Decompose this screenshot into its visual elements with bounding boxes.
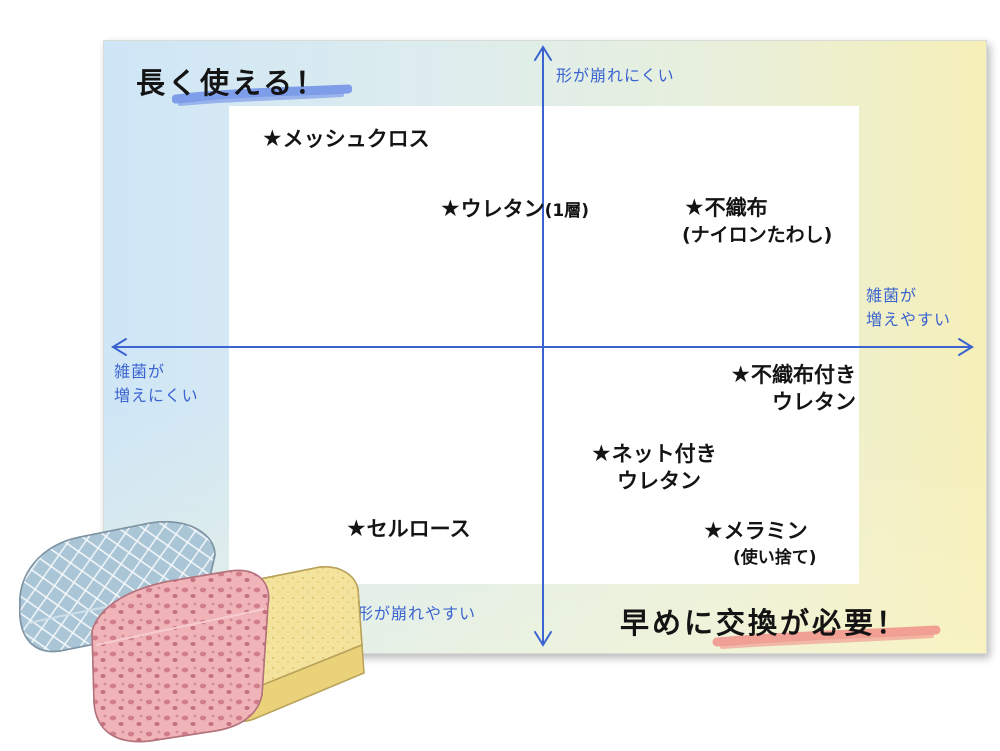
item-name: ウレタン bbox=[460, 197, 545, 221]
item-name: セルロース bbox=[366, 517, 471, 541]
highlight-red bbox=[712, 625, 941, 649]
pink-sponge bbox=[91, 569, 270, 743]
highlight-blue bbox=[172, 84, 352, 106]
item-melamine: ★メラミン (使い捨て) bbox=[703, 518, 817, 572]
item-net-urethane: ★ネット付き ウレタン bbox=[591, 441, 717, 495]
axis-label-left: 雑菌が 増えにくい bbox=[114, 360, 199, 408]
item-sub: ウレタン bbox=[617, 469, 701, 493]
headline-long-lasting: 長く使える！ bbox=[136, 66, 328, 100]
down-arrow-icon bbox=[534, 631, 552, 647]
axis-label-left-line1: 雑菌が bbox=[114, 362, 166, 381]
star-icon: ★ bbox=[346, 516, 367, 542]
item-name: 不織布 bbox=[704, 196, 768, 220]
item-name: 不織布付き bbox=[751, 363, 856, 387]
star-icon: ★ bbox=[730, 362, 751, 388]
item-nonwoven: ★不織布 (ナイロンたわし) bbox=[682, 195, 833, 249]
item-sub: (使い捨て) bbox=[733, 548, 817, 568]
right-arrow-icon bbox=[958, 338, 974, 356]
headline-replace-soon: 早めに交換が必要！ bbox=[620, 606, 909, 640]
item-suffix: (1層) bbox=[544, 201, 589, 221]
item-mesh-cloth: ★メッシュクロス bbox=[262, 126, 430, 153]
item-urethane-single: ★ウレタン(1層) bbox=[440, 196, 589, 225]
axis-label-right: 雑菌が 増えやすい bbox=[866, 284, 951, 332]
axis-label-right-line1: 雑菌が bbox=[866, 286, 918, 305]
item-sub: (ナイロンたわし) bbox=[682, 224, 833, 246]
up-arrow-icon bbox=[534, 45, 552, 61]
item-name: ネット付き bbox=[611, 442, 717, 466]
axis-label-top: 形が崩れにくい bbox=[556, 66, 675, 85]
item-name: メラミン bbox=[723, 519, 808, 543]
star-icon: ★ bbox=[440, 196, 461, 222]
star-icon: ★ bbox=[262, 126, 283, 152]
star-icon: ★ bbox=[703, 518, 724, 544]
sponge-illustration bbox=[19, 521, 365, 743]
item-sub: ウレタン bbox=[772, 390, 856, 414]
item-cellulose: ★セルロース bbox=[346, 516, 471, 543]
item-nonwoven-urethane: ★不織布付き ウレタン bbox=[698, 362, 856, 416]
axis-label-right-line2: 増えやすい bbox=[866, 310, 952, 329]
axis-label-left-line2: 増えにくい bbox=[114, 386, 199, 405]
item-name: メッシュクロス bbox=[282, 127, 430, 151]
star-icon: ★ bbox=[684, 195, 705, 221]
left-arrow-icon bbox=[111, 338, 127, 356]
star-icon: ★ bbox=[591, 441, 612, 467]
axis-label-bottom: 形が崩れやすい bbox=[357, 604, 477, 623]
